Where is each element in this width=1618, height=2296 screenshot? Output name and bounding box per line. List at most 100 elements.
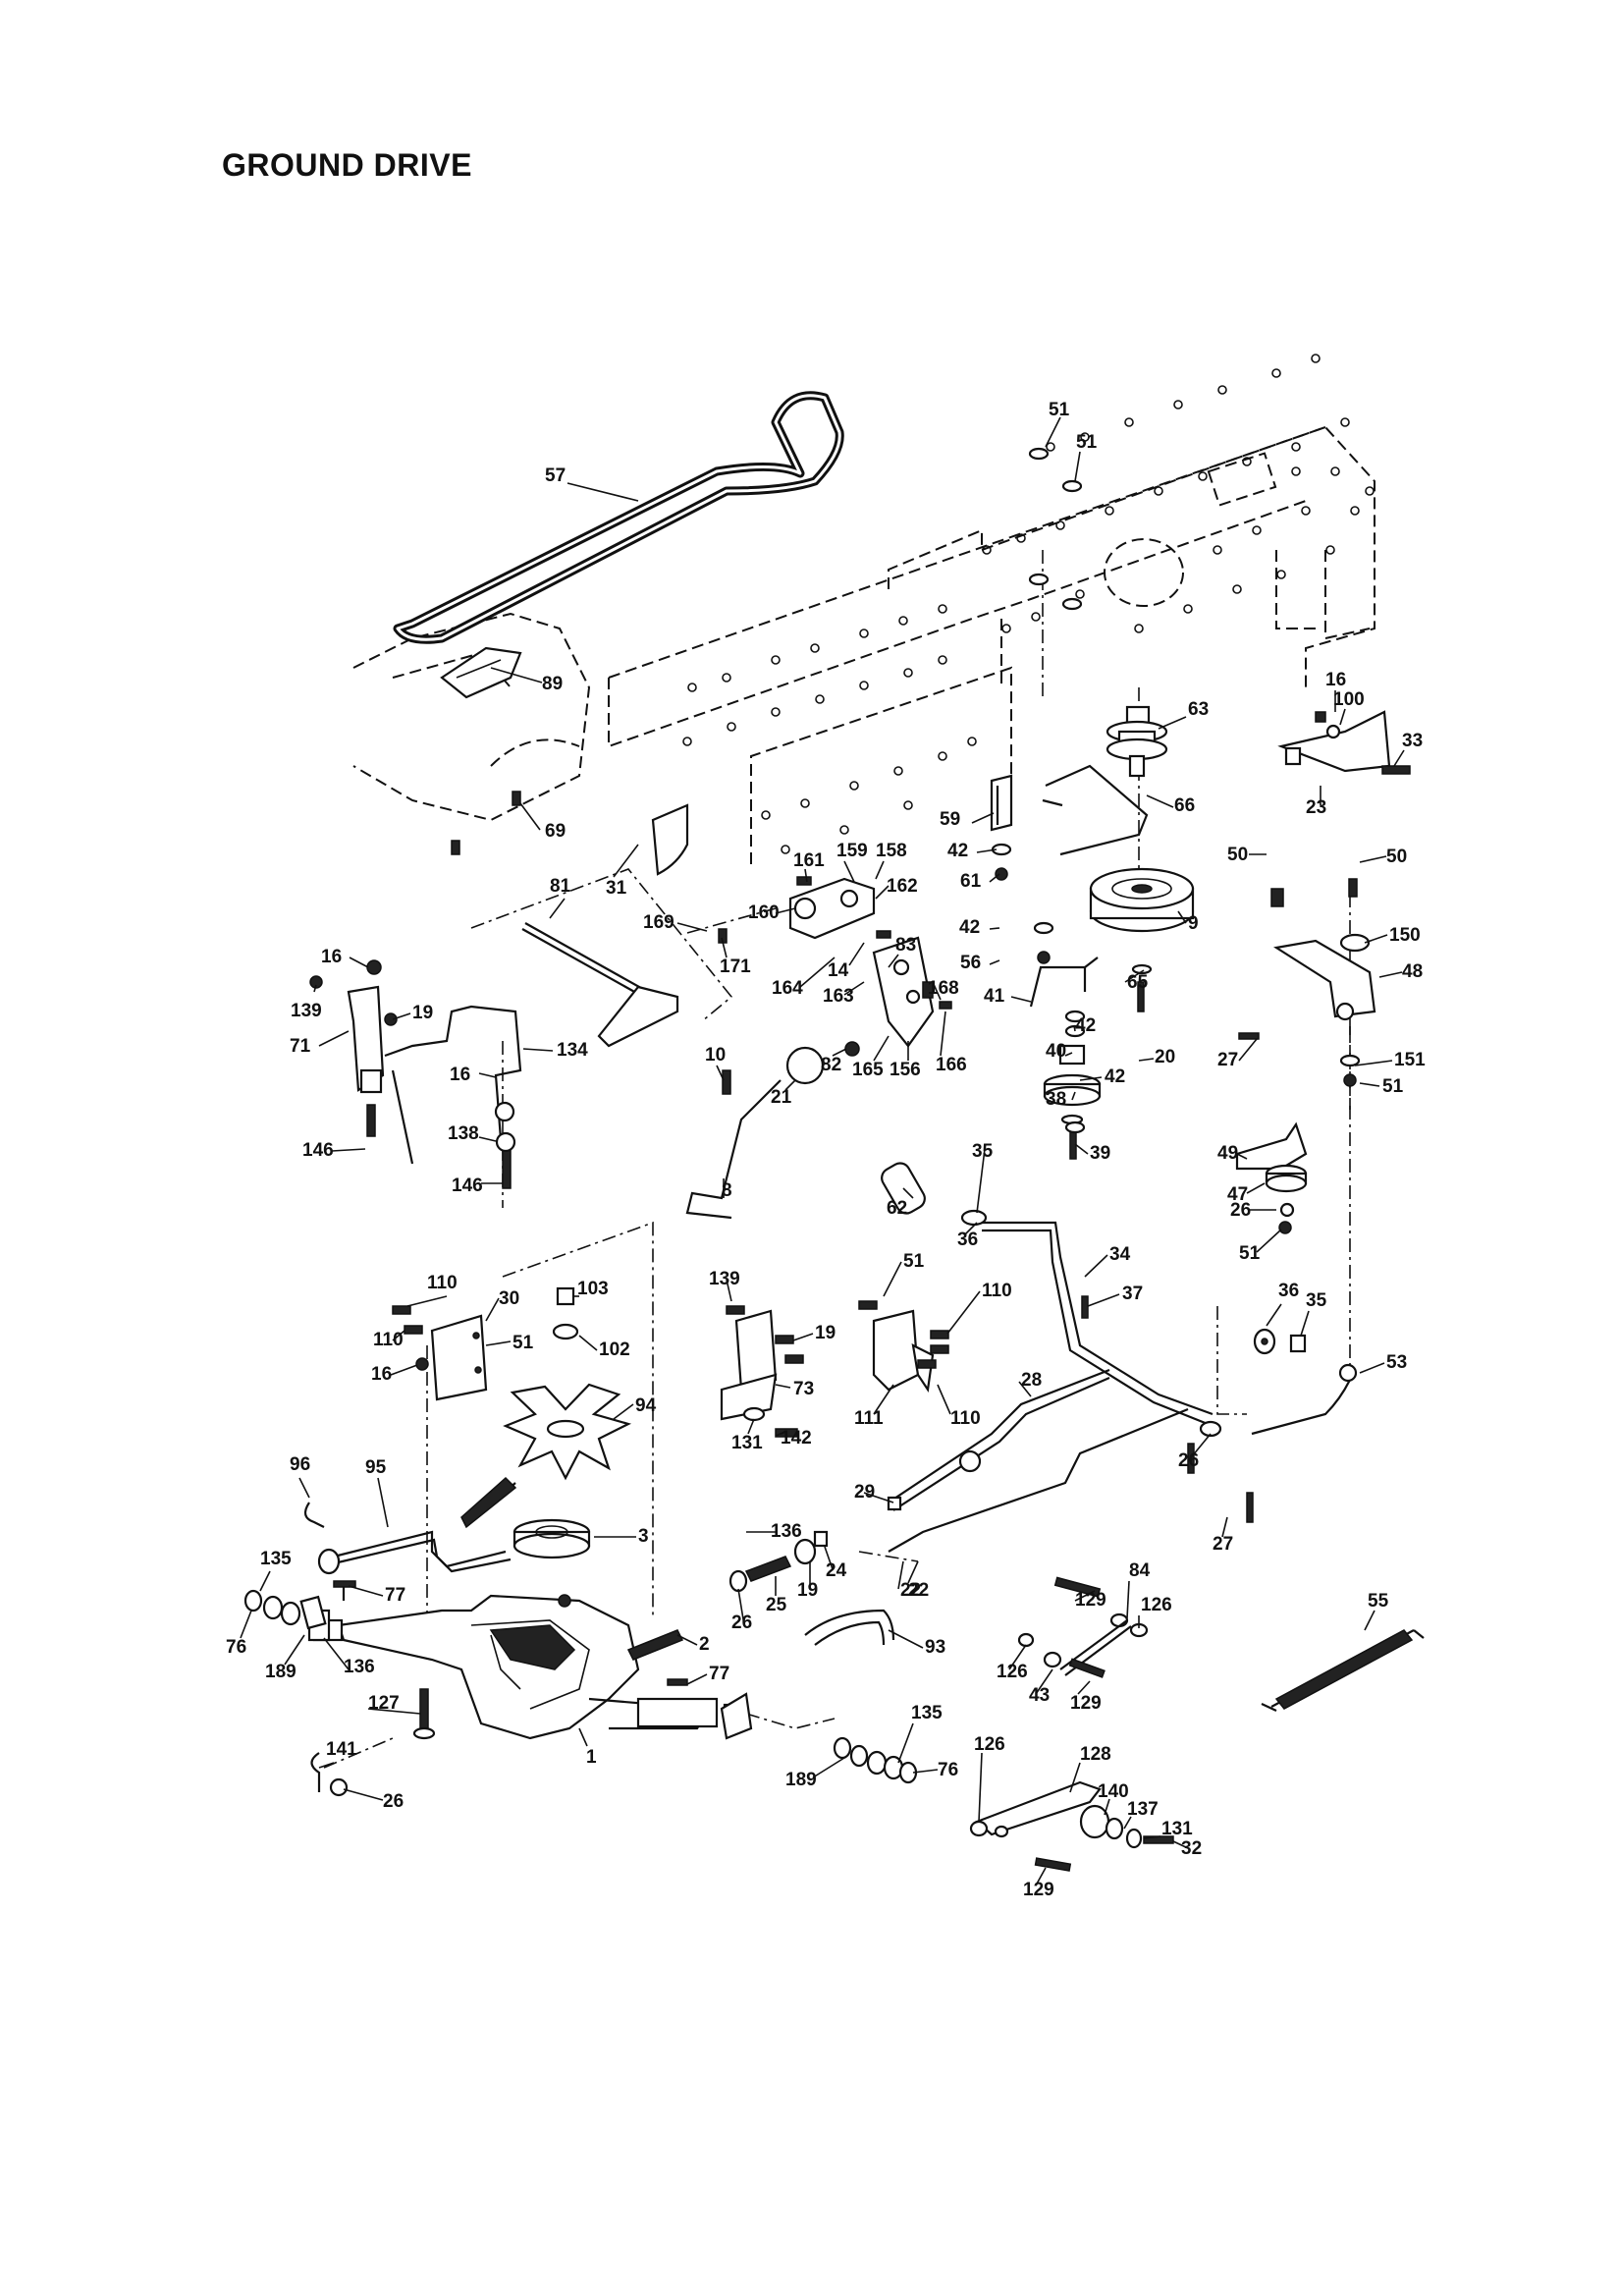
belt-guide-wire <box>1029 957 1099 1008</box>
callout-63: 63 <box>1188 699 1209 720</box>
callout-35: 35 <box>1306 1290 1327 1311</box>
callout-83: 83 <box>895 935 916 956</box>
callout-16: 16 <box>371 1364 392 1385</box>
pivot-bracket <box>1238 878 1376 1040</box>
callout-129: 129 <box>1070 1693 1102 1714</box>
callout-2: 2 <box>699 1634 710 1655</box>
callout-189: 189 <box>265 1662 297 1682</box>
callout-140: 140 <box>1098 1781 1129 1802</box>
callout-103: 103 <box>577 1279 609 1299</box>
callout-50: 50 <box>1386 847 1407 867</box>
callout-35: 35 <box>972 1141 994 1162</box>
callout-126: 126 <box>974 1734 1005 1755</box>
springs <box>626 1530 829 1661</box>
callout-126: 126 <box>1141 1595 1172 1615</box>
left-axle-hardware <box>243 1580 436 1797</box>
belt-keeper-wire <box>1042 764 1149 856</box>
callout-89: 89 <box>542 674 563 694</box>
callout-27: 27 <box>1213 1534 1233 1555</box>
callout-111: 111 <box>854 1408 884 1429</box>
callout-141: 141 <box>326 1739 357 1760</box>
callout-142: 142 <box>781 1428 812 1449</box>
page-title: GROUND DRIVE <box>222 147 472 183</box>
brake-bracket <box>309 959 522 1189</box>
callout-82: 82 <box>821 1055 841 1075</box>
callout-160: 160 <box>748 902 780 923</box>
callout-50: 50 <box>1227 845 1248 865</box>
callout-51: 51 <box>903 1251 925 1272</box>
callout-55: 55 <box>1368 1591 1389 1612</box>
pto-clutch <box>1089 867 1195 933</box>
callout-22: 22 <box>900 1580 921 1601</box>
callout-40: 40 <box>1046 1041 1066 1062</box>
callout-138: 138 <box>448 1123 479 1144</box>
callout-51: 51 <box>512 1333 534 1353</box>
callout-126: 126 <box>997 1662 1028 1682</box>
callout-41: 41 <box>984 986 1005 1007</box>
idler-bracket-assembly <box>718 876 952 1057</box>
callout-166: 166 <box>936 1055 967 1075</box>
callout-48: 48 <box>1402 961 1423 982</box>
callout-94: 94 <box>635 1395 657 1416</box>
assembly-leader-lines <box>323 550 1351 1769</box>
callout-137: 137 <box>1127 1799 1159 1820</box>
front-bolts <box>451 791 521 855</box>
callout-51: 51 <box>1076 432 1098 453</box>
callout-1: 1 <box>586 1747 597 1768</box>
callout-9: 9 <box>1188 913 1199 934</box>
callout-26: 26 <box>731 1613 752 1633</box>
mid-brackets <box>720 1300 949 1438</box>
callout-25: 25 <box>766 1595 787 1615</box>
callout-102: 102 <box>599 1339 630 1360</box>
callout-16: 16 <box>450 1065 470 1085</box>
callout-146: 146 <box>302 1140 334 1161</box>
callout-42: 42 <box>1075 1015 1096 1036</box>
callout-93: 93 <box>925 1637 945 1658</box>
callout-16: 16 <box>1325 670 1346 690</box>
callout-32: 32 <box>1181 1838 1202 1859</box>
callout-62: 62 <box>887 1198 907 1219</box>
callout-3: 3 <box>638 1526 649 1547</box>
callout-76: 76 <box>226 1637 246 1658</box>
belt-guard <box>440 646 522 699</box>
bellcrank <box>1235 1121 1308 1234</box>
callout-96: 96 <box>290 1454 310 1475</box>
callout-189: 189 <box>785 1770 817 1790</box>
callout-150: 150 <box>1389 925 1421 946</box>
callout-139: 139 <box>709 1269 740 1289</box>
callout-61: 61 <box>960 871 982 892</box>
callout-leaders <box>240 416 1405 1886</box>
callout-162: 162 <box>887 876 918 897</box>
callout-29: 29 <box>854 1482 875 1503</box>
callout-51: 51 <box>1049 400 1070 420</box>
callout-110: 110 <box>950 1408 981 1429</box>
right-axle-hardware <box>667 1678 918 1784</box>
callout-65: 65 <box>1127 972 1149 993</box>
callout-42: 42 <box>1105 1066 1125 1087</box>
belt-keeper <box>651 803 689 876</box>
lower-linkage <box>969 1780 1174 1872</box>
brake-rod <box>521 922 679 1048</box>
callout-158: 158 <box>876 841 907 861</box>
callout-129: 129 <box>1075 1590 1106 1611</box>
callout-151: 151 <box>1394 1050 1426 1070</box>
fan-and-pulley <box>392 1286 632 1559</box>
callout-73: 73 <box>793 1379 814 1399</box>
callout-139: 139 <box>291 1001 322 1021</box>
callout-24: 24 <box>826 1560 847 1581</box>
callout-66: 66 <box>1174 795 1195 816</box>
callout-42: 42 <box>947 841 968 861</box>
callout-30: 30 <box>499 1288 519 1309</box>
extension-spring <box>1261 1629 1425 1712</box>
callout-42: 42 <box>959 917 980 938</box>
callout-165: 165 <box>852 1060 884 1080</box>
callout-14: 14 <box>828 960 849 981</box>
callout-169: 169 <box>643 912 674 933</box>
callout-16: 16 <box>321 947 342 967</box>
callout-33: 33 <box>1402 731 1423 751</box>
callout-135: 135 <box>911 1703 943 1723</box>
callout-19: 19 <box>412 1003 433 1023</box>
